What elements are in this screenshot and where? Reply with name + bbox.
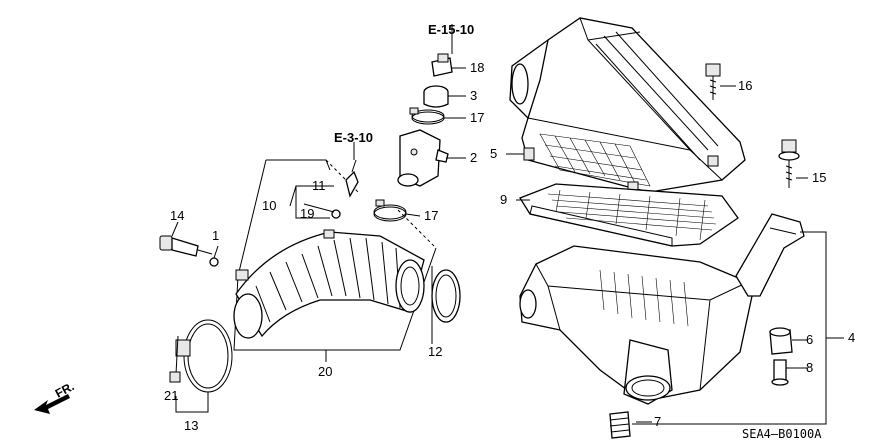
resonator-2 [397,129,449,187]
label-17-lower: 17 [424,208,438,223]
intake-tube [233,229,425,339]
label-18: 18 [470,60,484,75]
label-17-upper: 17 [470,110,484,125]
label-2: 2 [470,150,477,165]
sensor-18 [431,53,453,77]
label-11: 11 [312,178,326,193]
bolt-15 [778,139,800,188]
label-1: 1 [212,228,219,243]
front-direction-arrow [34,394,70,414]
label-10: 10 [262,198,276,213]
diagram-code: SEA4—B0100A [742,427,822,441]
fr-label: FR. [53,379,77,400]
label-21: 21 [164,388,178,403]
label-15: 15 [812,170,826,185]
label-3: 3 [470,88,477,103]
label-13: 13 [184,418,198,433]
bolt-16 [705,63,721,100]
label-6: 6 [806,332,813,347]
mount-rubber-7 [609,411,631,439]
mount-rubber-6 [769,327,793,355]
label-20: 20 [318,364,332,379]
bolt-21 [169,335,181,383]
leader-lines [171,24,844,425]
label-19: 19 [300,206,314,221]
sensor-11 [345,159,359,198]
grommet-3 [423,85,449,108]
air-cleaner-cover [509,17,746,193]
clip-19 [331,209,341,219]
collar-8 [771,359,789,386]
label-4: 4 [848,330,855,345]
label-9: 9 [500,192,507,207]
label-5: 5 [490,146,497,161]
ref-e-15-10: E-15-10 [428,22,474,37]
sensor-14 [159,235,213,257]
label-14: 14 [170,208,184,223]
ref-e-3-10: E-3-10 [334,130,373,145]
clip-1 [209,257,219,267]
label-8: 8 [806,360,813,375]
label-12: 12 [428,344,442,359]
air-filter-element [519,183,739,247]
clamp-17-lower [373,199,407,222]
air-cleaner-case [519,213,805,405]
clamp-17-upper [409,107,445,125]
seal-12 [431,269,461,323]
label-7: 7 [654,414,661,429]
label-16: 16 [738,78,752,93]
band-clamp-13 [175,319,233,393]
